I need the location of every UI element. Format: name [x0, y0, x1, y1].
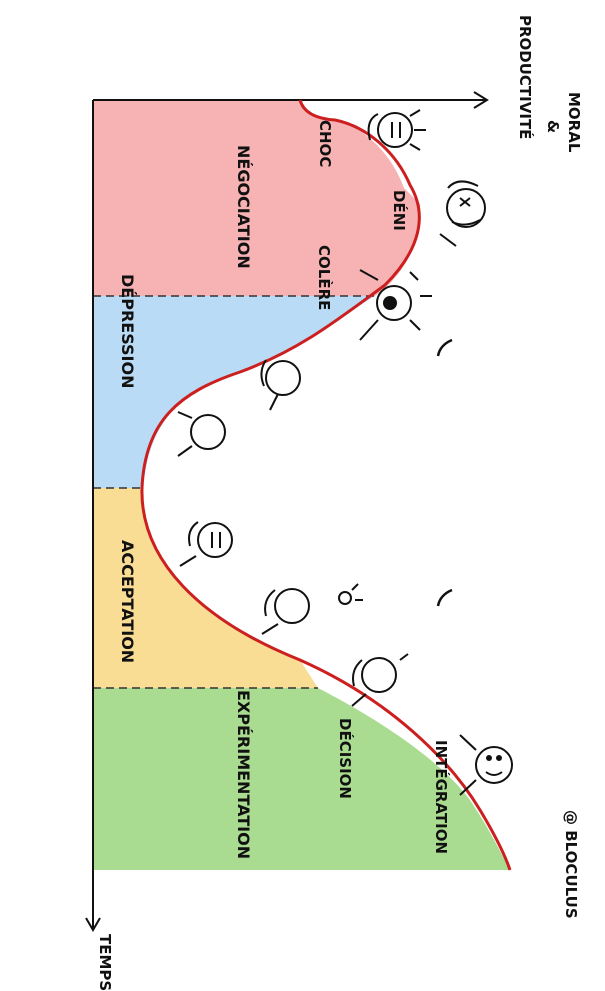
figure-2-icon: [177, 411, 226, 457]
bracket-mark-2: [436, 588, 453, 607]
y-axis-label-line3: PRODUCTIVITÉ: [516, 15, 535, 139]
zone-depression: [93, 296, 375, 488]
zone-experimentation: [93, 688, 510, 870]
figure-colere-icon: [359, 269, 432, 341]
figure-4-icon: [261, 583, 363, 635]
y-axis-label-line2: &: [544, 120, 562, 133]
stage-label-integration: INTÉGRATION: [432, 740, 451, 854]
phase-label-negociation: NÉGOCIATION: [234, 145, 253, 269]
y-axis-label-line1: MORAL: [565, 92, 583, 153]
zone-negociation: [93, 100, 421, 296]
stage-label-choc: CHOC: [316, 120, 334, 167]
figure-1-icon: [260, 359, 301, 411]
phase-label-experimentation: EXPÉRIMENTATION: [234, 690, 253, 859]
phase-label-depression: DÉPRESSION: [118, 274, 137, 388]
zone-acceptation: [93, 488, 318, 688]
figure-choc-icon: [367, 109, 426, 151]
morale-axis-arrow-icon: [473, 91, 489, 109]
stage-label-decision: DÉCISION: [336, 718, 355, 799]
stage-label-deni: DÉNI: [390, 190, 409, 231]
change-curve: [140, 99, 512, 871]
bracket-mark: [436, 338, 453, 357]
figure-integration-icon: [459, 734, 513, 796]
x-axis-label: TEMPS: [96, 934, 114, 991]
figure-5-icon: [351, 653, 409, 707]
figure-deni-icon: [439, 180, 486, 247]
phase-label-acceptation: ACCEPTATION: [118, 540, 137, 663]
credit-text: @ BLOCULUS: [562, 810, 580, 919]
time-axis-arrow-icon: [85, 917, 101, 932]
figure-3-icon: [179, 521, 233, 567]
stage-label-colere: COLÈRE: [315, 245, 334, 310]
